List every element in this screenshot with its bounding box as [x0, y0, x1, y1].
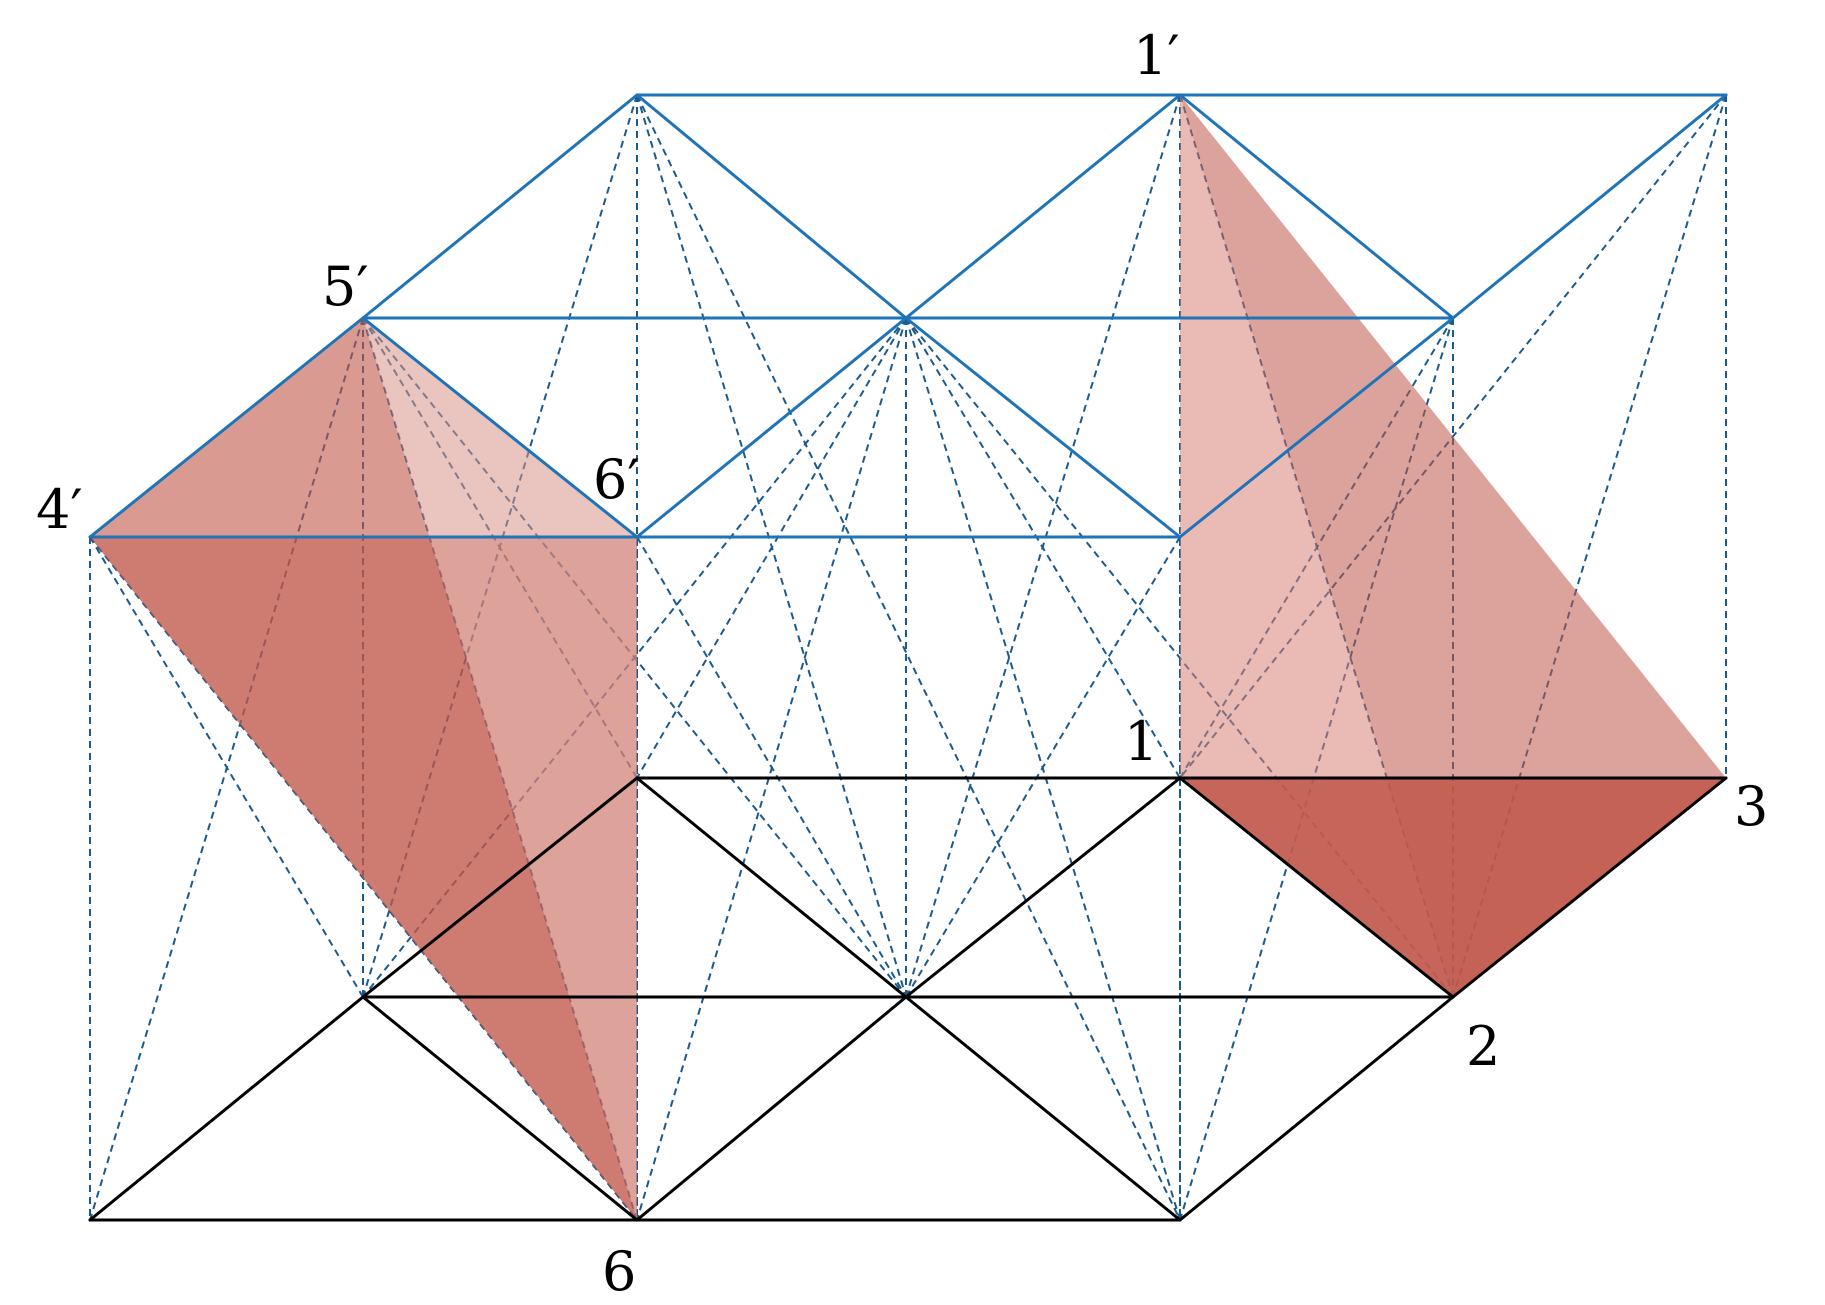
- shaded-prism-faces: [90, 95, 1726, 1220]
- top-edge-m0-t0: [361, 93, 639, 320]
- dashed-connector-t0-to-b2: [636, 94, 1181, 1221]
- top-edge-m2-t1: [1178, 93, 1455, 320]
- vertex-label-6p: 6′: [593, 448, 640, 511]
- vertex-labels: 1′ 5′ 6′ 4′ 1 3 2 6: [36, 24, 1768, 1303]
- top-edge-b2-m1: [904, 316, 1182, 539]
- top-edge-b2-m2: [1178, 316, 1455, 539]
- vertex-label-4p: 4′: [36, 478, 83, 541]
- dashed-connector-t1-to-m1: [905, 94, 1181, 998]
- dashed-connector-m1-to-b1: [636, 317, 907, 1221]
- vertex-label-2: 2: [1466, 1015, 1500, 1078]
- face-5p-6p-6: [363, 318, 637, 1220]
- top-edge-m1-t0: [635, 93, 908, 320]
- top-edge-b0-m0: [88, 316, 365, 539]
- bottom-edge-b0-m0: [88, 995, 365, 1222]
- vertex-label-3: 3: [1734, 775, 1768, 838]
- vertex-label-6: 6: [602, 1240, 636, 1303]
- face-1p-2-3: [1180, 95, 1726, 997]
- bottom-edge-b1-m1: [635, 995, 908, 1222]
- top-edge-m2-t2: [1451, 93, 1728, 320]
- vertex-label-5p: 5′: [322, 255, 369, 318]
- dashed-connector-m1-to-t0: [636, 317, 907, 779]
- top-lattice: [88, 93, 1728, 539]
- bottom-edge-m2-t2: [1451, 776, 1728, 999]
- vertex-label-1p: 1′: [1133, 24, 1180, 87]
- top-edge-b1-m0: [361, 316, 639, 539]
- dashed-connector-t0-to-m1: [636, 94, 907, 998]
- face-4p-5p-6: [90, 318, 637, 1220]
- bottom-edge-m1-t1: [904, 776, 1182, 999]
- vertex-label-1: 1: [1124, 710, 1158, 773]
- top-edge-b1-m1: [635, 316, 908, 539]
- bottom-edge-m0-t0: [361, 776, 639, 999]
- top-edge-m1-t1: [904, 93, 1182, 320]
- bottom-edge-b1-m0: [361, 995, 639, 1222]
- bottom-edge-b2-m2: [1178, 995, 1455, 1222]
- bottom-edge-b2-m1: [904, 995, 1182, 1222]
- bottom-edge-m1-t0: [635, 776, 908, 999]
- face-1-2-3: [1180, 778, 1726, 997]
- dashed-connector-b2-to-m1: [905, 536, 1181, 998]
- bottom-edge-m2-t1: [1178, 776, 1455, 999]
- dashed-connector-m1-to-b2: [905, 317, 1181, 1221]
- bottom-lattice: [88, 776, 1728, 1222]
